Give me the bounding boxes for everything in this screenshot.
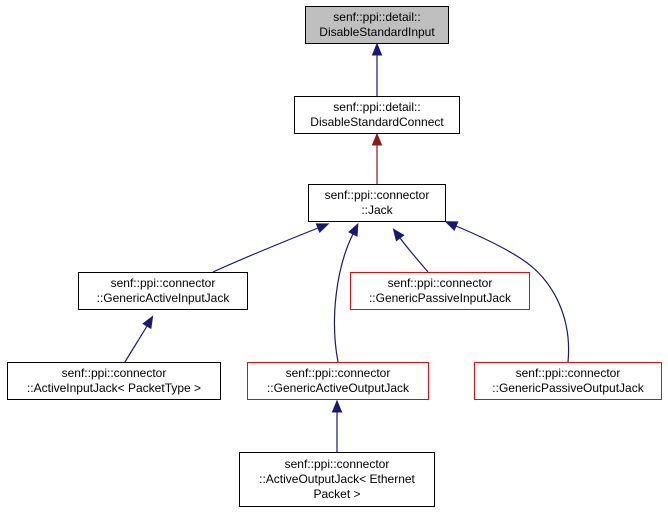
arrowhead-disable-standard-connect-to-disable-standard-input — [371, 42, 383, 56]
class-label-disable-standard-connect: senf::ppi::detail:: DisableStandardConne… — [310, 100, 444, 129]
arrowhead-active-input-jack-to-generic-active-input-jack — [142, 315, 154, 330]
class-label-generic-active-output-jack: senf::ppi::connector ::GenericActiveOutp… — [266, 366, 410, 395]
class-label-active-input-jack: senf::ppi::connector ::ActiveInputJack< … — [26, 366, 202, 395]
class-node-disable-standard-connect[interactable]: senf::ppi::detail:: DisableStandardConne… — [294, 96, 460, 134]
class-label-disable-standard-input: senf::ppi::detail:: DisableStandardInput — [319, 10, 435, 39]
edge-generic-passive-output-jack-to-jack — [455, 225, 570, 363]
class-label-generic-passive-input-jack: senf::ppi::connector ::GenericPassiveInp… — [368, 276, 512, 305]
class-node-generic-active-output-jack[interactable]: senf::ppi::connector ::GenericActiveOutp… — [247, 362, 429, 400]
class-node-generic-active-input-jack[interactable]: senf::ppi::connector ::GenericActiveInpu… — [78, 272, 248, 310]
class-node-generic-passive-input-jack[interactable]: senf::ppi::connector ::GenericPassiveInp… — [350, 272, 530, 310]
arrowhead-jack-to-disable-standard-connect — [371, 132, 383, 146]
arrowhead-generic-passive-output-jack-to-jack — [444, 221, 459, 232]
edge-active-input-jack-to-generic-active-input-jack — [124, 325, 148, 363]
class-node-disable-standard-input: senf::ppi::detail:: DisableStandardInput — [305, 6, 449, 44]
class-label-generic-passive-output-jack: senf::ppi::connector ::GenericPassiveOut… — [492, 366, 644, 395]
class-node-active-input-jack[interactable]: senf::ppi::connector ::ActiveInputJack< … — [7, 362, 221, 400]
class-node-jack[interactable]: senf::ppi::connector ::Jack — [308, 184, 446, 222]
edge-generic-passive-input-jack-to-jack — [399, 237, 429, 273]
class-label-generic-active-input-jack: senf::ppi::connector ::GenericActiveInpu… — [96, 276, 230, 305]
edge-generic-active-input-jack-to-jack — [212, 227, 319, 273]
edges-layer — [124, 42, 570, 452]
arrowhead-active-output-jack-ethernet-to-generic-active-output-jack — [331, 399, 343, 413]
edge-generic-active-output-jack-to-jack — [333, 233, 354, 363]
arrowhead-generic-active-input-jack-to-jack — [315, 223, 330, 234]
class-node-active-output-jack-ethernet[interactable]: senf::ppi::connector ::ActiveOutputJack<… — [239, 452, 435, 507]
arrowhead-generic-active-output-jack-to-jack — [348, 222, 359, 237]
arrowhead-generic-passive-input-jack-to-jack — [392, 228, 405, 242]
class-label-active-output-jack-ethernet: senf::ppi::connector ::ActiveOutputJack<… — [259, 457, 415, 501]
class-label-jack: senf::ppi::connector ::Jack — [324, 188, 430, 217]
class-node-generic-passive-output-jack[interactable]: senf::ppi::connector ::GenericPassiveOut… — [474, 362, 662, 400]
